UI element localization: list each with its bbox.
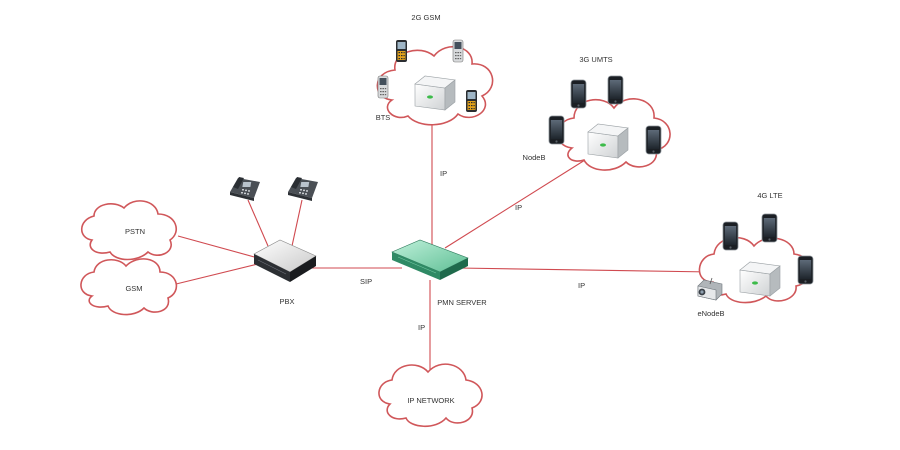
- server-label: PMN SERVER: [437, 298, 487, 307]
- desk-phone-icon: [230, 177, 260, 201]
- link-pbx-gsm: [171, 263, 259, 286]
- lte4g-network: 4G LTE eNodeB: [697, 191, 814, 318]
- smartphone-icon: [797, 255, 814, 285]
- smartphone-icon: [722, 221, 739, 251]
- pbx-label: PBX: [279, 297, 294, 306]
- gsm-network: GSM: [80, 258, 178, 316]
- lte4g-title: 4G LTE: [757, 191, 782, 200]
- link-label-umts: IP: [515, 203, 522, 212]
- smartphone-icon: [607, 75, 624, 105]
- pbx-node: PBX: [230, 177, 318, 306]
- feature-phone-icon: [466, 90, 477, 112]
- bts-icon: [414, 75, 456, 111]
- desk-phone-icon: [288, 177, 318, 201]
- enodeb-label: eNodeB: [697, 309, 724, 318]
- link-pbx-phone1: [247, 199, 269, 247]
- gsm-cloud: [80, 258, 178, 316]
- antenna-unit-icon: [697, 277, 723, 301]
- pstn-cloud: [80, 200, 178, 261]
- smartphone-icon: [570, 79, 587, 109]
- link-label-lte: IP: [578, 281, 585, 290]
- feature-phone-icon: [396, 40, 407, 62]
- feature-phone-icon: [452, 39, 464, 63]
- bts-label: BTS: [376, 113, 391, 122]
- gsm2g-title: 2G GSM: [411, 13, 440, 22]
- server-icon: [391, 239, 469, 280]
- ipnet-network: IP NETWORK: [378, 363, 483, 428]
- feature-phone-icon: [377, 75, 389, 99]
- pstn-network: PSTN: [80, 200, 178, 261]
- ipnet-label: IP NETWORK: [407, 396, 454, 405]
- gsm-label: GSM: [125, 284, 142, 293]
- server-node: PMN SERVER: [391, 239, 487, 307]
- link-pbx-pstn: [177, 235, 259, 259]
- smartphone-icon: [548, 115, 565, 145]
- gsm2g-network: 2G GSM BTS: [376, 13, 494, 126]
- link-label-gsm: IP: [440, 169, 447, 178]
- smartphone-icon: [761, 213, 778, 243]
- link-label-pbx: SIP: [360, 277, 372, 286]
- ipnet-cloud: [378, 363, 483, 428]
- pbx-icon: [253, 239, 317, 282]
- pstn-label: PSTN: [125, 227, 145, 236]
- link-server-umts: [444, 159, 586, 249]
- link-label-ipnet: IP: [418, 323, 425, 332]
- enodeb-icon: [739, 261, 781, 297]
- umts3g-network: 3G UMTS NodeB: [523, 55, 671, 171]
- link-server-lte: [457, 267, 713, 273]
- umts3g-title: 3G UMTS: [579, 55, 612, 64]
- nodeb-icon: [587, 123, 629, 159]
- nodeb-label: NodeB: [523, 153, 546, 162]
- link-pbx-phone2: [291, 199, 303, 247]
- smartphone-icon: [645, 125, 662, 155]
